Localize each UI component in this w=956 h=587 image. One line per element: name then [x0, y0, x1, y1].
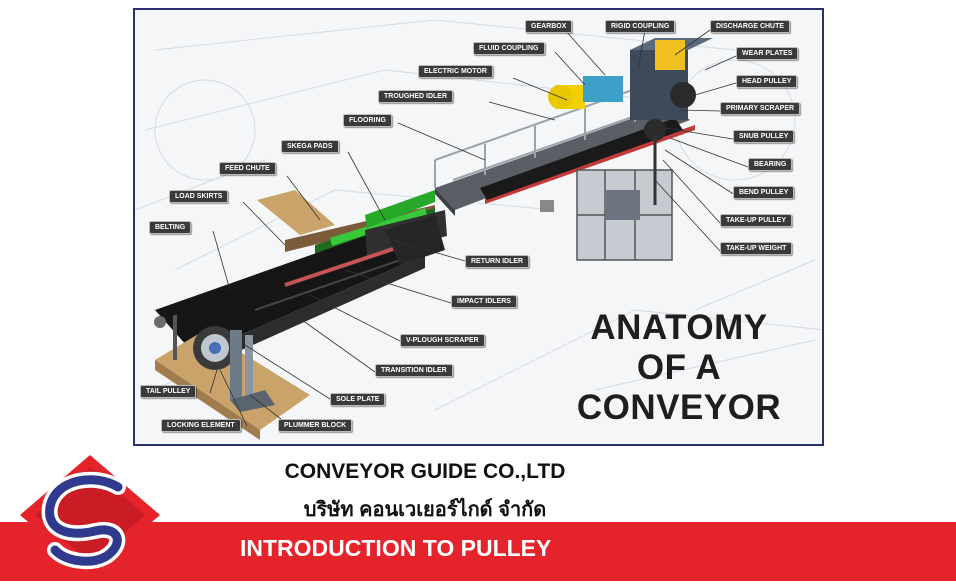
diagram-title: ANATOMY OF A CONVEYOR — [559, 308, 799, 428]
conveyor-anatomy-diagram: GEARBOX RIGID COUPLING DISCHARGE CHUTE F… — [133, 8, 824, 446]
company-logo-icon — [20, 455, 160, 575]
upper-platform — [434, 81, 695, 216]
label-locking-element: LOCKING ELEMENT — [161, 419, 241, 432]
leader-lines — [209, 29, 749, 427]
diagram-title-line-2: OF A — [636, 348, 722, 387]
label-transition-idler: TRANSITION IDLER — [375, 364, 453, 377]
label-rigid-coupling: RIGID COUPLING — [605, 20, 676, 33]
label-belting: BELTING — [149, 221, 192, 234]
label-plummer-block: PLUMMER BLOCK — [278, 419, 353, 432]
banner-title: INTRODUCTION TO PULLEY — [240, 535, 552, 561]
label-troughed-idler: TROUGHED IDLER — [378, 90, 453, 103]
label-tail-pulley: TAIL PULLEY — [140, 385, 197, 398]
company-name-thai: บริษัท คอนเวเยอร์ไกด์ จำกัด — [303, 499, 547, 521]
label-flooring: FLOORING — [343, 114, 392, 127]
return-belt — [385, 215, 445, 265]
label-electric-motor: ELECTRIC MOTOR — [418, 65, 493, 78]
conveyor-illustration — [135, 19, 822, 440]
label-take-up-pulley: TAKE-UP PULLEY — [720, 214, 793, 227]
label-fluid-coupling: FLUID COUPLING — [473, 42, 545, 55]
label-v-plough-scraper: V-PLOUGH SCRAPER — [400, 334, 485, 347]
label-skega-pads: SKEGA PADS — [281, 140, 339, 153]
label-bearing: BEARING — [748, 158, 793, 171]
label-head-pulley: HEAD PULLEY — [736, 75, 798, 88]
diagram-title-line-1: ANATOMY — [590, 308, 768, 347]
label-take-up-weight: TAKE-UP WEIGHT — [720, 242, 793, 255]
diagram-title-line-3: CONVEYOR — [576, 388, 782, 427]
label-sole-plate: SOLE PLATE — [330, 393, 386, 406]
title-banner: INTRODUCTION TO PULLEY — [0, 522, 956, 581]
company-name-english: CONVEYOR GUIDE CO.,LTD — [284, 460, 566, 483]
label-wear-plates: WEAR PLATES — [736, 47, 799, 60]
label-primary-scraper: PRIMARY SCRAPER — [720, 102, 801, 115]
label-impact-idlers: IMPACT IDLERS — [451, 295, 517, 308]
label-load-skirts: LOAD SKIRTS — [169, 190, 229, 203]
label-return-idler: RETURN IDLER — [465, 255, 530, 268]
label-bend-pulley: BEND PULLEY — [733, 186, 795, 199]
label-snub-pulley: SNUB PULLEY — [733, 130, 795, 143]
label-discharge-chute: DISCHARGE CHUTE — [710, 20, 791, 33]
label-gearbox: GEARBOX — [525, 20, 573, 33]
label-feed-chute: FEED CHUTE — [219, 162, 276, 175]
